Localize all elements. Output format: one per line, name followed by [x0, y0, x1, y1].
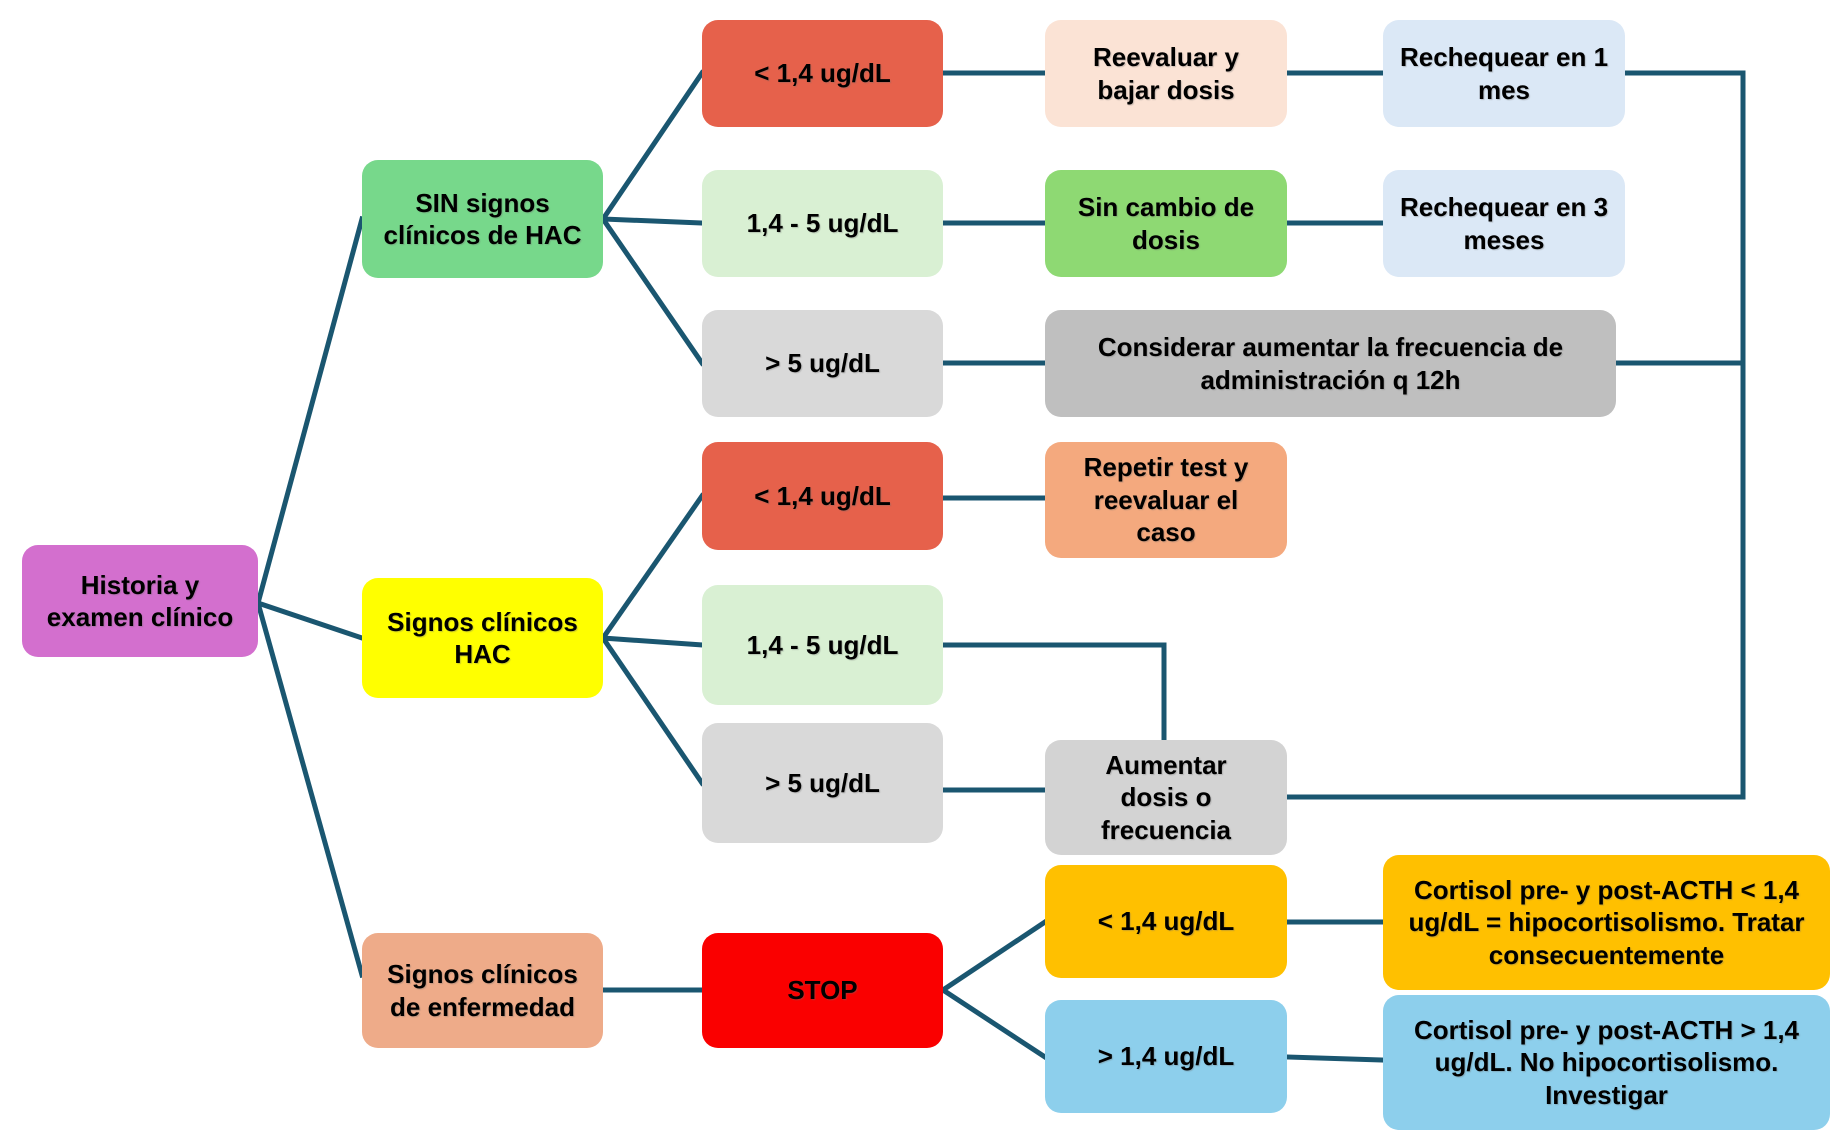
node-sin-signos-hac: SIN signos clínicos de HAC — [362, 160, 603, 278]
node-gt5-top: > 5 ug/dL — [702, 310, 943, 417]
node-label: Repetir test y reevaluar el caso — [1083, 452, 1249, 548]
node-signos-hac: Signos clínicos HAC — [362, 578, 603, 698]
node-label: Signos clínicos HAC — [387, 606, 578, 670]
node-label: Rechequear en 1 mes — [1399, 42, 1609, 105]
edge-stop-lt14 — [939, 918, 1049, 994]
node-rechequear-1-mes: Rechequear en 1 mes — [1383, 20, 1625, 127]
node-label: Signos clínicos de enfermedad — [387, 959, 578, 1022]
node-label: Cortisol pre- y post-ACTH < 1,4 ug/dL = … — [1408, 874, 1805, 970]
edge-gt14-cortisolgt — [1284, 1054, 1386, 1063]
edge-historia-sinsignos — [254, 215, 366, 607]
node-gt5-mid: > 5 ug/dL — [702, 723, 943, 843]
node-signos-enfermedad: Signos clínicos de enfermedad — [362, 933, 603, 1048]
node-label: SIN signos clínicos de HAC — [383, 187, 582, 251]
edge-signoshac-gt5 — [599, 634, 706, 787]
node-label: Historia y examen clínico — [46, 569, 234, 633]
edge-signoshac-mid — [600, 635, 705, 648]
node-reevaluar-bajar-dosis: Reevaluar y bajar dosis — [1045, 20, 1287, 127]
edge-sinsignos-lt14 — [599, 69, 706, 223]
node-label: < 1,4 ug/dL — [754, 480, 891, 511]
node-mid-range-top: 1,4 - 5 ug/dL — [702, 170, 943, 277]
node-label: > 1,4 ug/dL — [1097, 1041, 1235, 1072]
node-cortisol-hipocortisolismo: Cortisol pre- y post-ACTH < 1,4 ug/dL = … — [1383, 855, 1830, 990]
edge-signoshac-lt14 — [599, 492, 706, 642]
node-label: Considerar aumentar la frecuencia de adm… — [1097, 332, 1564, 395]
edge-mid-aumentar-elbow — [940, 642, 1167, 745]
node-label: Cortisol pre- y post-ACTH > 1,4 ug/dL. N… — [1414, 1014, 1799, 1110]
node-label: > 5 ug/dL — [765, 767, 880, 798]
edge-historia-enfermedad — [254, 599, 366, 979]
node-stop: STOP — [702, 933, 943, 1048]
node-label: Aumentar dosis o frecuencia — [1100, 749, 1232, 845]
edge-return-loop — [1284, 70, 1746, 800]
node-label: 1,4 - 5 ug/dL — [746, 629, 899, 660]
node-label: > 5 ug/dL — [765, 348, 880, 379]
node-lt14-mid: < 1,4 ug/dL — [702, 442, 943, 550]
node-label: < 1,4 ug/dL — [754, 58, 891, 89]
node-sin-cambio-dosis: Sin cambio de dosis — [1045, 170, 1287, 277]
node-rechequear-3-meses: Rechequear en 3 meses — [1383, 170, 1625, 277]
edge-sinsignos-gt5 — [599, 215, 706, 367]
node-repetir-test: Repetir test y reevaluar el caso — [1045, 442, 1287, 558]
node-mid-range-mid: 1,4 - 5 ug/dL — [702, 585, 943, 705]
node-lt14-bottom: < 1,4 ug/dL — [1045, 865, 1287, 978]
node-label: Rechequear en 3 meses — [1399, 192, 1609, 255]
edge-sinsignos-mid — [600, 216, 705, 226]
edge-historia-signoshac — [254, 599, 366, 642]
node-label: Reevaluar y bajar dosis — [1093, 42, 1239, 105]
node-gt14-bottom: > 1,4 ug/dL — [1045, 1000, 1287, 1113]
edge-stop-gt14 — [939, 986, 1049, 1061]
node-historia-examen: Historia y examen clínico — [22, 545, 258, 657]
node-label: < 1,4 ug/dL — [1097, 906, 1235, 937]
node-label: Sin cambio de dosis — [1077, 192, 1255, 255]
node-label: STOP — [787, 975, 858, 1006]
node-label: 1,4 - 5 ug/dL — [746, 208, 899, 239]
node-considerar-frecuencia: Considerar aumentar la frecuencia de adm… — [1045, 310, 1616, 417]
node-lt14-top: < 1,4 ug/dL — [702, 20, 943, 127]
node-aumentar-dosis: Aumentar dosis o frecuencia — [1045, 740, 1287, 855]
node-cortisol-no-hipocortisolismo: Cortisol pre- y post-ACTH > 1,4 ug/dL. N… — [1383, 995, 1830, 1130]
